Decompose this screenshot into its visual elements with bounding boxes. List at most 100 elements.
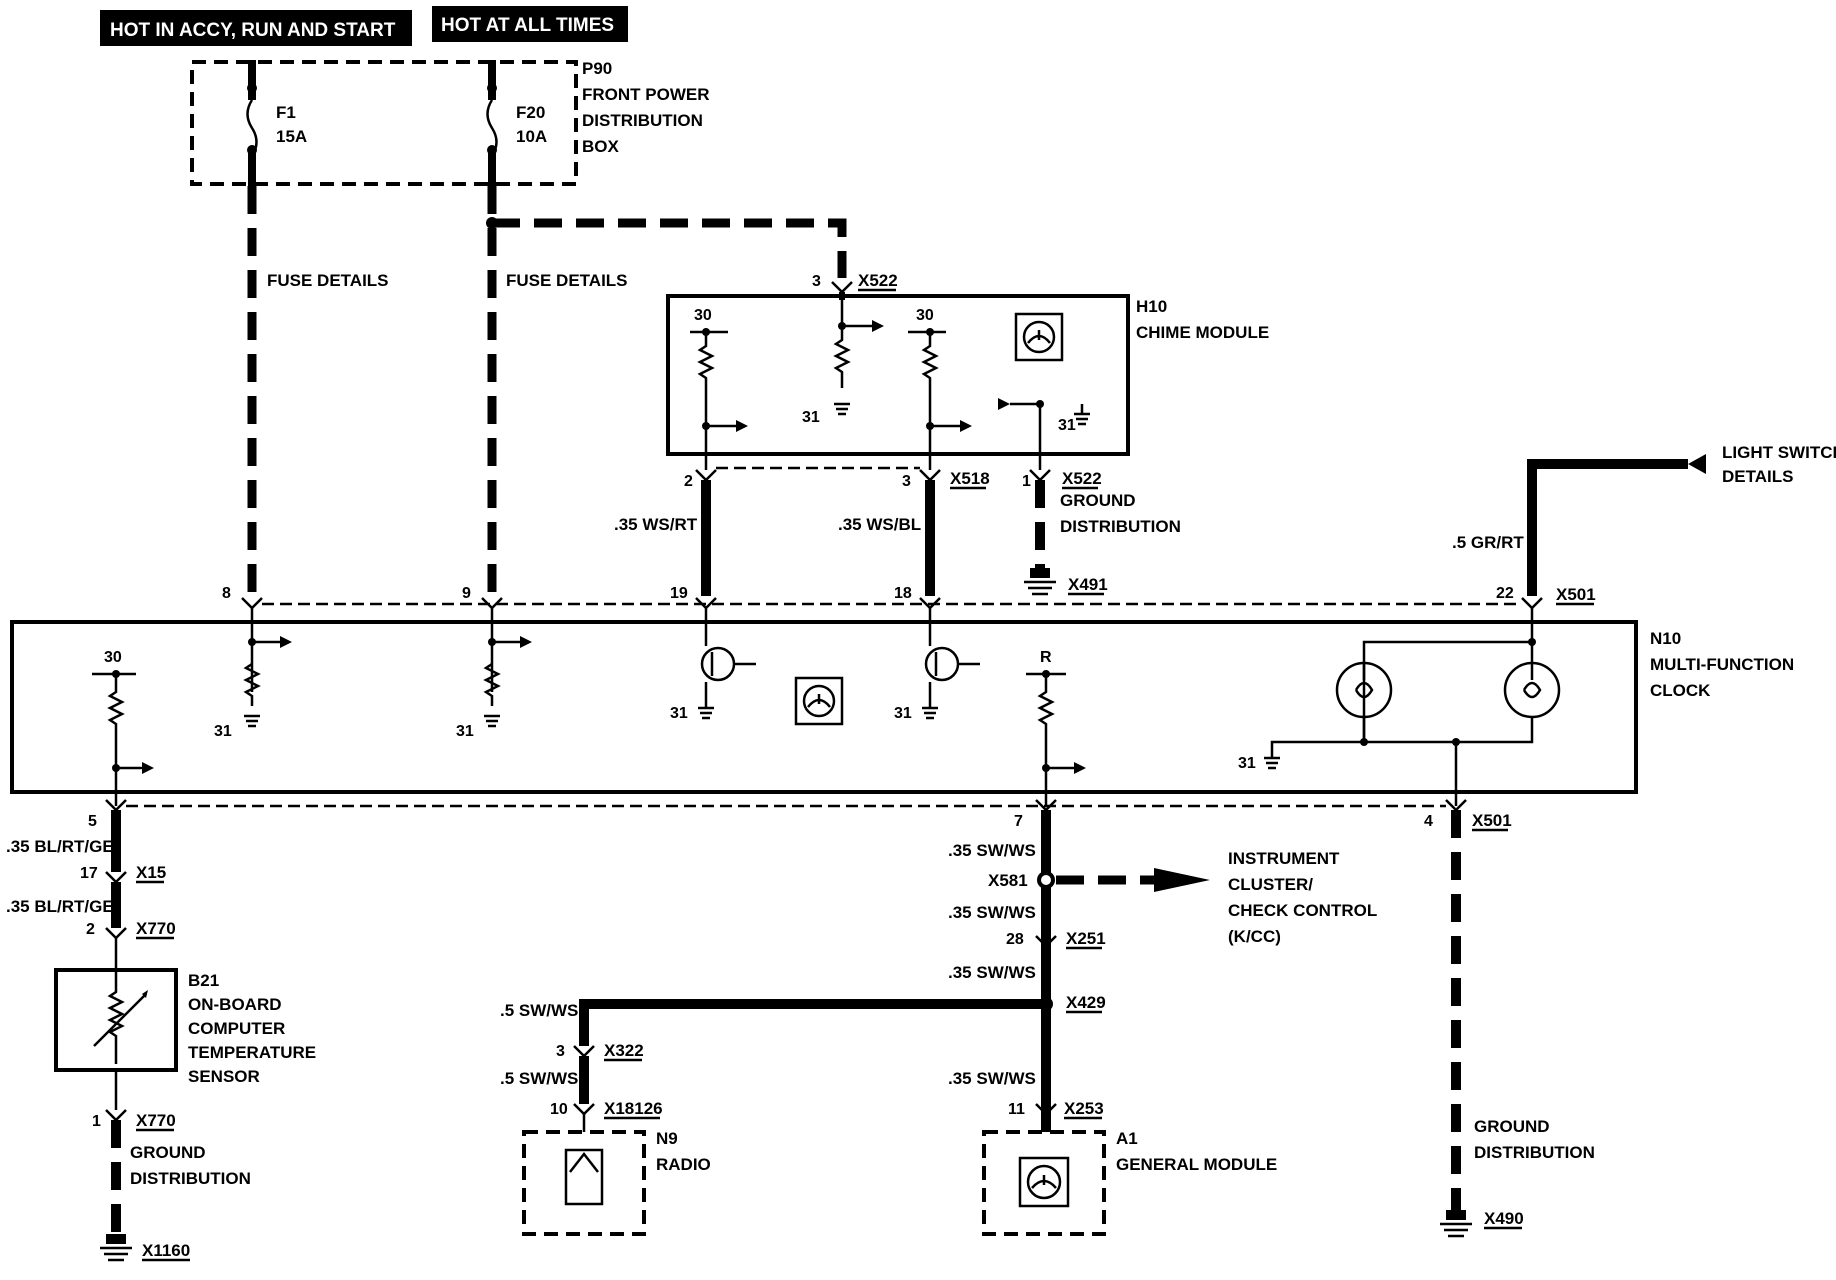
clock-conn-top: X501: [1556, 585, 1596, 604]
fuse-box-desc-3: BOX: [582, 137, 620, 156]
chime-pin-2: 2: [684, 473, 693, 490]
clock-pin-4: 4: [1424, 813, 1433, 830]
clock-conn-bottom: X501: [1472, 811, 1512, 830]
ground-mid-label-2: DISTRIBUTION: [1060, 517, 1181, 536]
wire-f20-to-chime: [492, 218, 847, 278]
fuse-details-f20: FUSE DETAILS: [506, 271, 628, 290]
conn-x18126: X18126: [604, 1099, 663, 1118]
wire-label-sw-ws-3: .35 SW/WS: [948, 963, 1036, 982]
clock-pin30: 30: [104, 649, 122, 666]
ground-right-label-1: GROUND: [1474, 1117, 1550, 1136]
splice-x581: [1037, 871, 1055, 889]
chime-pin-1: 1: [1022, 473, 1031, 490]
connector-x251: [1035, 935, 1057, 948]
resistor-clock-left: [107, 674, 125, 768]
clock-pin31-c: 31: [670, 705, 688, 722]
chime-conn-x522-bottom: X522: [1062, 469, 1102, 488]
clock-pin31-b: 31: [456, 723, 474, 740]
fuse-box-outline: [190, 60, 578, 186]
clock-pin31-e: 31: [1238, 755, 1256, 772]
general-name: A1: [1116, 1129, 1138, 1148]
wire-gr-rt: [1527, 459, 1688, 596]
resistor-clock-pin8: [243, 662, 261, 706]
connector-x322: [573, 1045, 595, 1058]
wire-label-ws-rt: .35 WS/RT: [614, 515, 698, 534]
resistor-clock-r: [1037, 674, 1055, 768]
fuse-f1-id: F1: [276, 103, 296, 122]
chime-pin30-left: 30: [694, 307, 712, 324]
resistor-chime-left: [697, 332, 715, 426]
header-all-times-box: [432, 6, 628, 42]
thermistor-icon: [93, 970, 148, 1064]
header-accy: HOT IN ACCY, RUN AND START: [110, 20, 396, 41]
pin-1-x770: 1: [92, 1113, 101, 1130]
conn-x429: X429: [1066, 993, 1106, 1012]
connector-x770-bottom: [105, 1109, 127, 1122]
conn-x581: X581: [988, 871, 1028, 890]
connector-x18126: [573, 1103, 595, 1116]
fuse-f20-id: F20: [516, 103, 545, 122]
instrument-label-3: CHECK CONTROL: [1228, 901, 1377, 920]
light-switch-label-1: LIGHT SWITCH: [1722, 443, 1836, 462]
clock-pin-8: 8: [222, 585, 231, 602]
wire-label-ws-bl: .35 WS/BL: [838, 515, 921, 534]
wire-label-gr-rt: .5 GR/RT: [1452, 533, 1524, 552]
speaker-icon-clock: [794, 676, 844, 726]
fuse-box-name: P90: [582, 59, 612, 78]
wire-label-sw-ws-5-2: .5 SW/WS: [500, 1069, 578, 1088]
fuse-box-desc-1: FRONT POWER: [582, 85, 710, 104]
chime-pin31-mid: 31: [802, 409, 820, 426]
general-desc: GENERAL MODULE: [1116, 1155, 1277, 1174]
chime-conn-top: X522: [858, 271, 898, 290]
conn-x770-top: X770: [136, 919, 176, 938]
arrow-instrument: [1154, 868, 1210, 892]
clock-pin-9: 9: [462, 585, 471, 602]
ground-mid-label-1: GROUND: [1060, 491, 1136, 510]
clock-desc-1: MULTI-FUNCTION: [1650, 655, 1794, 674]
clock-pin-19: 19: [670, 585, 688, 602]
ground-left-label-2: DISTRIBUTION: [130, 1169, 251, 1188]
instrument-label-4: (K/CC): [1228, 927, 1281, 946]
transistor-pin18: [922, 608, 980, 720]
wire-label-sw-ws-5-1: .5 SW/WS: [500, 1001, 578, 1020]
clock-pin-5: 5: [88, 813, 97, 830]
connector-x253: [1035, 1103, 1057, 1116]
resistor-chime-right: [921, 332, 939, 426]
ground-symbol-x1160: [100, 1234, 132, 1262]
resistor-clock-pin9: [483, 662, 501, 706]
resistor-chime-mid: [833, 300, 851, 388]
transistor-pin19: [698, 608, 756, 720]
conn-x322: X322: [604, 1041, 644, 1060]
pin-2-x770: 2: [86, 921, 95, 938]
clock-pin31-a: 31: [214, 723, 232, 740]
lamp-icon-right: [1270, 642, 1561, 758]
clock-module-box: [10, 620, 1638, 794]
conn-x1160: X1160: [142, 1241, 190, 1260]
speaker-icon-general: [1018, 1156, 1070, 1208]
chime-desc: CHIME MODULE: [1136, 323, 1269, 342]
ground-right-label-2: DISTRIBUTION: [1474, 1143, 1595, 1162]
header-accy-box: [100, 10, 412, 46]
clock-pin31-d: 31: [894, 705, 912, 722]
fuse-f1: [246, 60, 258, 186]
wire-label-bl-rt-ge-1: .35 BL/RT/GE: [6, 837, 114, 856]
wire-label-sw-ws-2: .35 SW/WS: [948, 903, 1036, 922]
fuse-f1-rating: 15A: [276, 127, 307, 146]
chime-pin30-right: 30: [916, 307, 934, 324]
sensor-desc-4: SENSOR: [188, 1067, 260, 1086]
fuse-box-desc-2: DISTRIBUTION: [582, 111, 703, 130]
pin-3-x322: 3: [556, 1043, 565, 1060]
clock-pin-18: 18: [894, 585, 912, 602]
sensor-desc-1: ON-BOARD: [188, 995, 282, 1014]
chime-conn-x518: X518: [950, 469, 990, 488]
conn-x253: X253: [1064, 1099, 1104, 1118]
wire-label-sw-ws-1: .35 SW/WS: [948, 841, 1036, 860]
fuse-f20: [486, 60, 498, 186]
clock-desc-2: CLOCK: [1650, 681, 1711, 700]
wire-sw-ws-radio: [579, 999, 1046, 1046]
pin-11: 11: [1008, 1101, 1025, 1118]
sensor-name: B21: [188, 971, 219, 990]
header-all-times: HOT AT ALL TIMES: [441, 15, 614, 36]
connector-x15: [105, 871, 127, 884]
ground-symbol-x491: [1024, 568, 1056, 596]
